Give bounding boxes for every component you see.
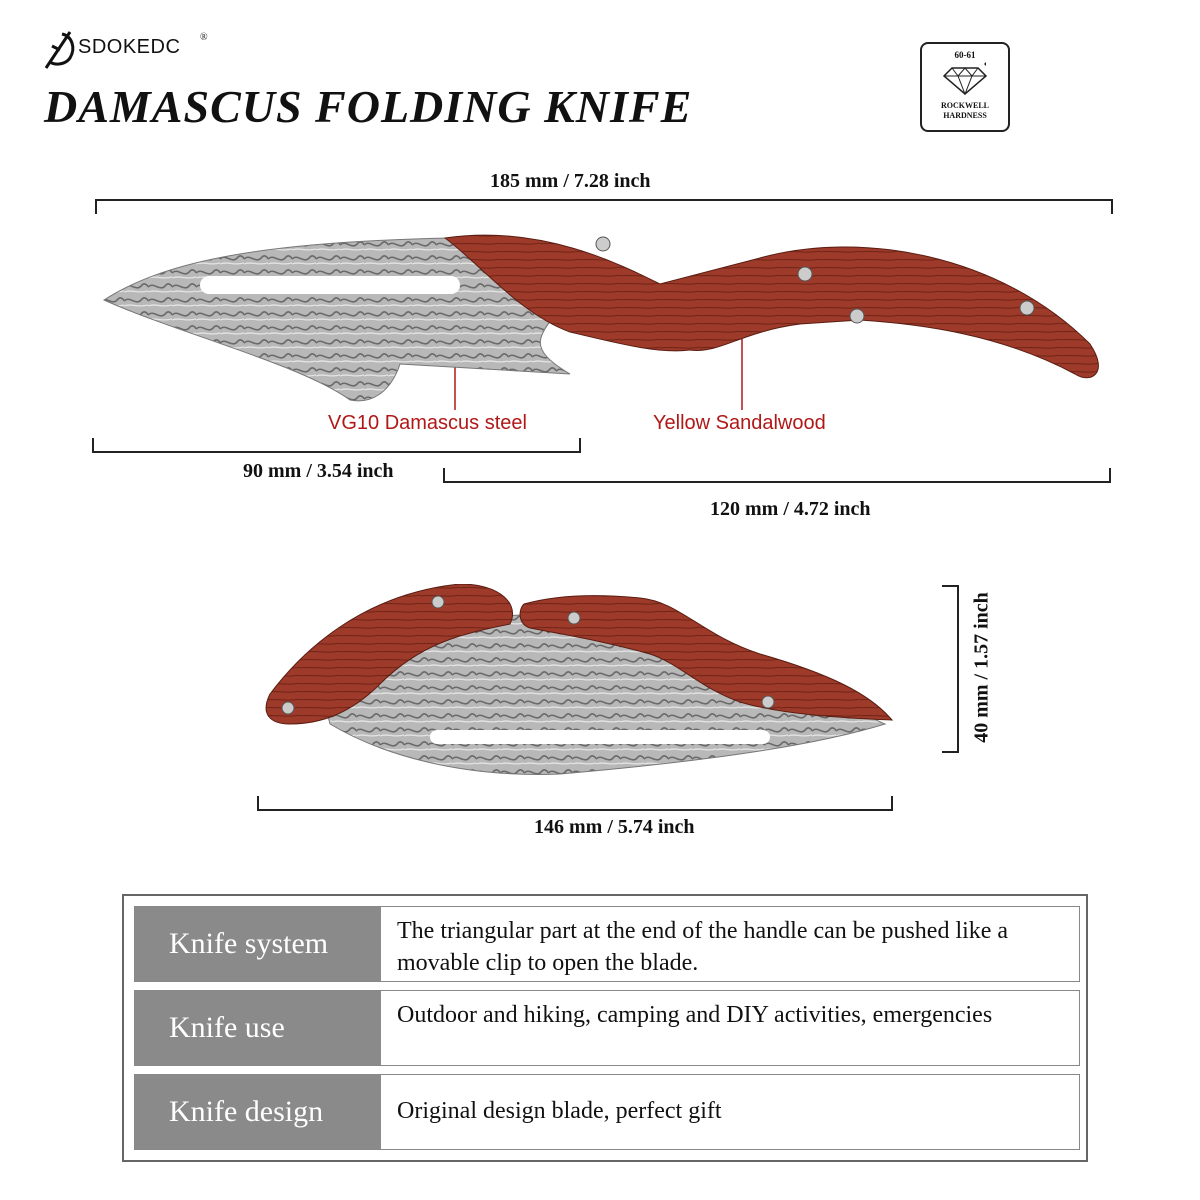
spec-table: Knife system The triangular part at the …	[122, 894, 1088, 1162]
spec-text: The triangular part at the end of the ha…	[397, 918, 1009, 976]
brand-logo	[40, 28, 80, 72]
blade-length-bracket	[92, 438, 581, 453]
spec-text: Outdoor and hiking, camping and DIY acti…	[397, 1002, 993, 1028]
spec-row: Knife design Original design blade, perf…	[134, 1074, 1080, 1150]
spec-label: Knife system	[135, 907, 381, 981]
spec-text: Original design blade, perfect gift	[397, 1098, 722, 1124]
handle-material-label: Yellow Sandalwood	[653, 412, 826, 434]
open-knife-image	[102, 234, 1099, 402]
spec-row: Knife use Outdoor and hiking, camping an…	[134, 990, 1080, 1066]
hardness-label-2: HARDNESS	[943, 111, 987, 120]
spec-row: Knife system The triangular part at the …	[134, 906, 1080, 982]
spec-label: Knife use	[135, 991, 381, 1065]
closed-length-bracket	[257, 796, 893, 811]
page-title: DAMASCUS FOLDING KNIFE	[44, 81, 693, 132]
closed-height-label: 40 mm / 1.57 inch	[970, 592, 993, 743]
hardness-label-1: ROCKWELL	[940, 101, 989, 110]
brand-name: SDOKEDC	[78, 36, 181, 58]
sword-logo-icon	[44, 31, 75, 69]
brand-registered-mark: ®	[200, 32, 208, 43]
blade-length-label: 90 mm / 3.54 inch	[243, 460, 394, 482]
handle-length-label: 120 mm / 4.72 inch	[710, 498, 871, 520]
spec-label: Knife design	[135, 1075, 381, 1149]
total-length-label: 185 mm / 7.28 inch	[490, 170, 651, 192]
hardness-badge: 60-61 ROCKWELL HARDNESS	[920, 42, 1010, 132]
diamond-icon	[942, 62, 988, 96]
closed-knife-image	[265, 584, 894, 775]
closed-height-bracket	[942, 585, 959, 753]
total-length-bracket	[95, 199, 1113, 214]
hardness-range: 60-61	[954, 50, 976, 60]
closed-length-label: 146 mm / 5.74 inch	[534, 816, 695, 838]
blade-material-label: VG10 Damascus steel	[328, 412, 527, 434]
handle-length-bracket	[443, 468, 1111, 483]
